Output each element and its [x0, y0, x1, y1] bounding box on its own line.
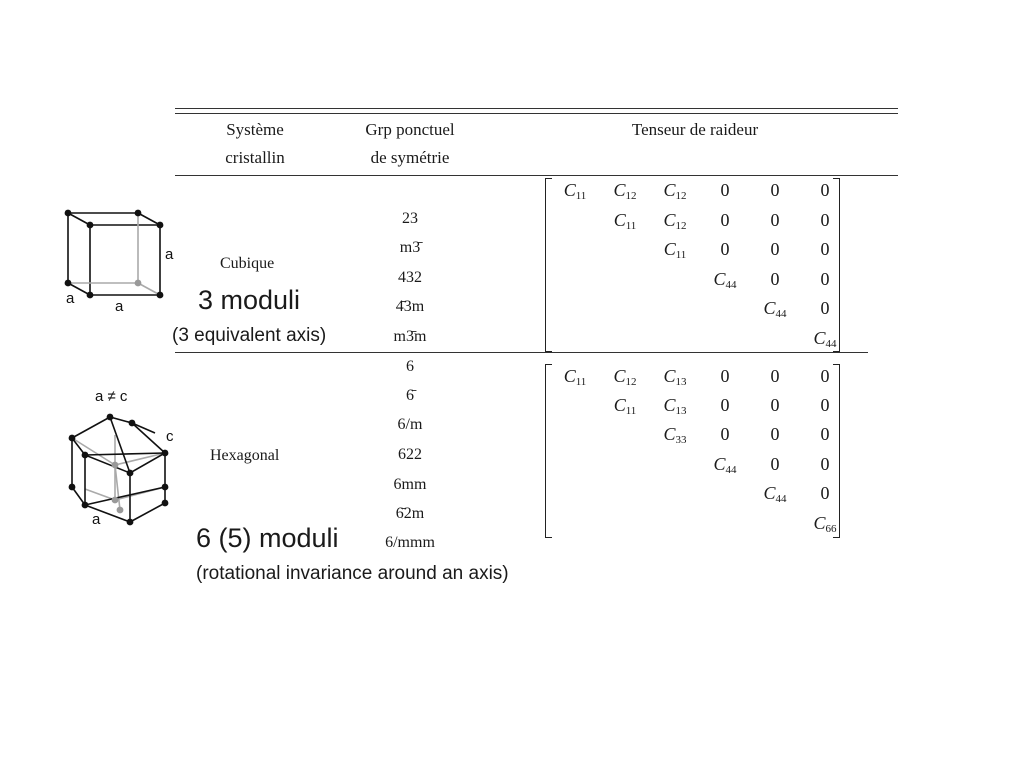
matrix-cell: 0 [820, 180, 830, 200]
group-cubic: 23 [402, 210, 418, 227]
group-cubic: 4̄3m [395, 298, 425, 315]
cube-label-a-bottom: a [115, 298, 124, 315]
matrix-cell: 0 [820, 424, 830, 444]
header-rule [175, 175, 898, 176]
matrix-cell: 0 [770, 239, 780, 259]
matrix-cell: C44 [763, 483, 787, 505]
matrix-cell: 0 [770, 210, 780, 230]
matrix-cell: C44 [713, 454, 737, 476]
matrix-cell: 0 [820, 366, 830, 386]
matrix-cell: 0 [720, 366, 730, 386]
matrix-cell: C11 [563, 366, 587, 388]
top-rule-2 [175, 113, 898, 114]
header-system: Système cristallin [195, 116, 315, 172]
cubic-moduli-title: 3 moduli [198, 285, 301, 315]
matrix-cell: C12 [663, 180, 687, 202]
matrix-bracket-left [545, 178, 552, 352]
group-hexagonal: 6 [406, 358, 414, 375]
hex-moduli-title: 6 (5) moduli [196, 523, 339, 553]
matrix-cell: 0 [770, 269, 780, 289]
group-hexagonal: 6̄ [406, 387, 414, 404]
group-hexagonal: 6̄2m [395, 505, 425, 522]
group-cubic: m3̄ [399, 239, 421, 256]
matrix-cell: C11 [613, 210, 637, 232]
group-hexagonal: 6mm [393, 476, 427, 493]
matrix-bracket-right [833, 364, 840, 538]
matrix-cell: 0 [770, 454, 780, 474]
matrix-cell: 0 [820, 298, 830, 318]
system-cubic: Cubique [220, 255, 275, 272]
matrix-cell: 0 [820, 210, 830, 230]
header-system-line2: cristallin [225, 148, 285, 167]
matrix-cell: C13 [663, 395, 687, 417]
matrix-cell: C12 [613, 366, 637, 388]
hex-moduli-subtitle: (rotational invariance around an axis) [196, 563, 509, 584]
cube-label-a-left: a [66, 290, 75, 307]
hexagonal-lattice-figure: a ≠ c c a [68, 388, 174, 528]
matrix-cell: C12 [613, 180, 637, 202]
hex-label-a: a [92, 511, 101, 528]
group-cubic: m3̄m [393, 328, 427, 345]
matrix-bracket-left [545, 364, 552, 538]
matrix-cell: 0 [720, 395, 730, 415]
matrix-cell: 0 [820, 483, 830, 503]
matrix-cell: C33 [663, 424, 687, 446]
group-hexagonal: 622 [398, 446, 422, 463]
group-cubic: 432 [398, 269, 422, 286]
matrix-cell: 0 [720, 180, 730, 200]
matrix-cell: 0 [720, 210, 730, 230]
matrix-bracket-right [833, 178, 840, 352]
group-hexagonal: 6/m [397, 416, 423, 433]
matrix-cell: 0 [820, 395, 830, 415]
matrix-cell: C44 [763, 298, 787, 320]
matrix-cell: 0 [720, 239, 730, 259]
matrix-cell: C44 [813, 328, 837, 350]
cube-label-a-right: a [165, 246, 174, 263]
header-group-line1: Grp ponctuel [365, 120, 455, 139]
matrix-cell: C11 [563, 180, 587, 202]
top-rule-1 [175, 108, 898, 109]
matrix-cell: C11 [613, 395, 637, 417]
cubic-moduli-subtitle: (3 equivalent axis) [172, 325, 327, 346]
row-separator-rule [175, 352, 868, 353]
header-group-line2: de symétrie [370, 148, 450, 167]
system-hexagonal: Hexagonal [210, 447, 280, 464]
matrix-cell: 0 [770, 180, 780, 200]
matrix-cell: 0 [770, 424, 780, 444]
matrix-cell: C12 [663, 210, 687, 232]
matrix-cell: 0 [770, 395, 780, 415]
matrix-cell: C11 [663, 239, 687, 261]
matrix-cell: 0 [820, 454, 830, 474]
group-hexagonal: 6/mmm [385, 534, 435, 551]
header-group: Grp ponctuel de symétrie [345, 116, 475, 172]
hex-label-c: c [166, 428, 174, 445]
matrix-cell: C66 [813, 513, 837, 535]
header-system-line1: Système [226, 120, 284, 139]
header-tensor: Tenseur de raideur [631, 120, 759, 139]
hex-label-a-neq-c: a ≠ c [95, 388, 128, 405]
cube-lattice-figure: a a a [64, 209, 174, 315]
matrix-cell: C13 [663, 366, 687, 388]
matrix-cell: C44 [713, 269, 737, 291]
matrix-cell: 0 [720, 424, 730, 444]
matrix-cell: 0 [770, 366, 780, 386]
matrix-cell: 0 [820, 269, 830, 289]
matrix-cell: 0 [820, 239, 830, 259]
